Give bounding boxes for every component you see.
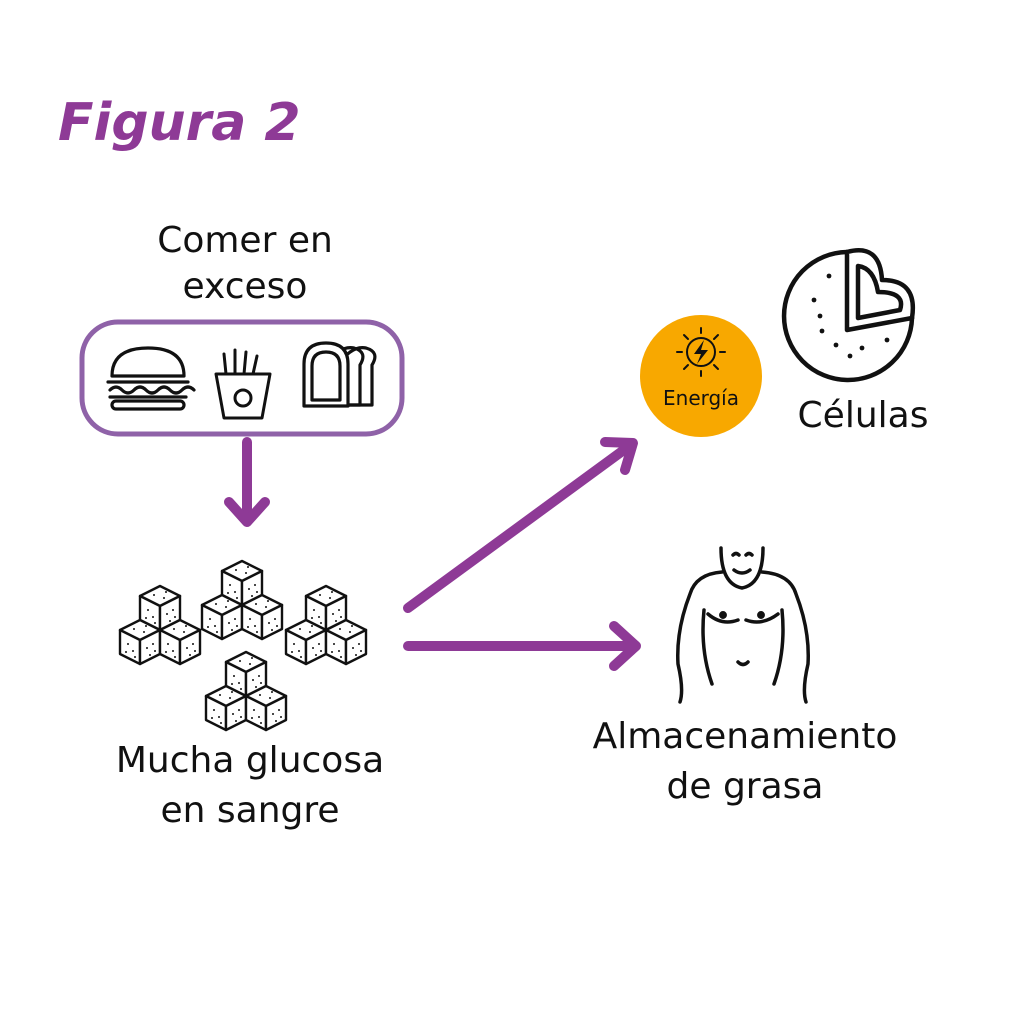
person-belly-icon: [676, 546, 810, 704]
overeating-label-line1: Comer en: [157, 220, 333, 261]
fries-icon: [214, 348, 272, 420]
glucose-label: Mucha glucosa en sangre: [80, 736, 420, 836]
arrow-to-energy: [403, 437, 638, 613]
overeating-label-line2: exceso: [182, 266, 308, 307]
fat-storage-label: Almacenamiento de grasa: [560, 712, 930, 812]
lightning-sun-icon: [676, 327, 726, 377]
overeating-label: Comer en exceso: [120, 218, 370, 310]
food-box: [79, 319, 405, 437]
fat-storage-label-line1: Almacenamiento: [592, 716, 898, 757]
cell-icon: [781, 248, 916, 383]
bread-icon: [302, 341, 377, 408]
glucose-label-line1: Mucha glucosa: [115, 740, 385, 781]
energy-label: Energía: [663, 386, 739, 410]
glucose-label-line2: en sangre: [160, 790, 340, 831]
figure-title: Figura 2: [58, 93, 301, 153]
fat-storage-label-line2: de grasa: [666, 766, 824, 807]
cells-label: Células: [797, 395, 929, 436]
sugar-cubes-icon: [120, 561, 366, 730]
arrow-to-fat: [403, 621, 641, 671]
burger-icon: [106, 346, 196, 411]
arrow-to-glucose: [224, 437, 270, 527]
